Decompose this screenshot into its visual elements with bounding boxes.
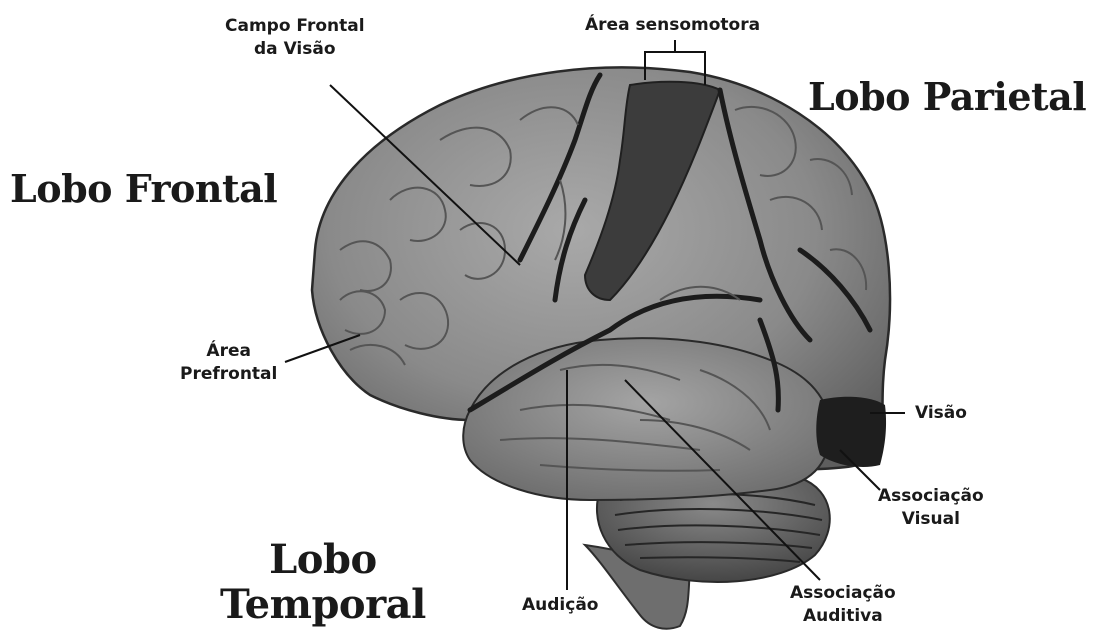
campo-frontal-line2: da Visão <box>225 38 365 61</box>
lobo-frontal-label: Lobo Frontal <box>10 170 277 208</box>
prefrontal-line1: Área <box>180 340 277 363</box>
lobo-temporal-line2: Temporal <box>220 583 426 628</box>
campo-frontal-line1: Campo Frontal <box>225 15 365 38</box>
area-sensomotora-label: Área sensomotora <box>585 14 760 37</box>
assoc-auditiva-line2: Auditiva <box>790 605 896 628</box>
campo-frontal-label: Campo Frontal da Visão <box>225 15 365 61</box>
lobo-temporal-line1: Lobo <box>220 538 426 583</box>
prefrontal-line2: Prefrontal <box>180 363 277 386</box>
audicao-label: Audição <box>522 594 598 617</box>
assoc-visual-line2: Visual <box>878 508 984 531</box>
assoc-auditiva-line1: Associação <box>790 582 896 605</box>
associacao-auditiva-label: Associação Auditiva <box>790 582 896 628</box>
associacao-visual-label: Associação Visual <box>878 485 984 531</box>
area-prefrontal-label: Área Prefrontal <box>180 340 277 386</box>
lobo-temporal-label: Lobo Temporal <box>220 538 426 628</box>
visao-label: Visão <box>915 402 967 425</box>
occipital-region <box>816 397 886 467</box>
lobo-parietal-label: Lobo Parietal <box>808 78 1086 116</box>
assoc-visual-line1: Associação <box>878 485 984 508</box>
